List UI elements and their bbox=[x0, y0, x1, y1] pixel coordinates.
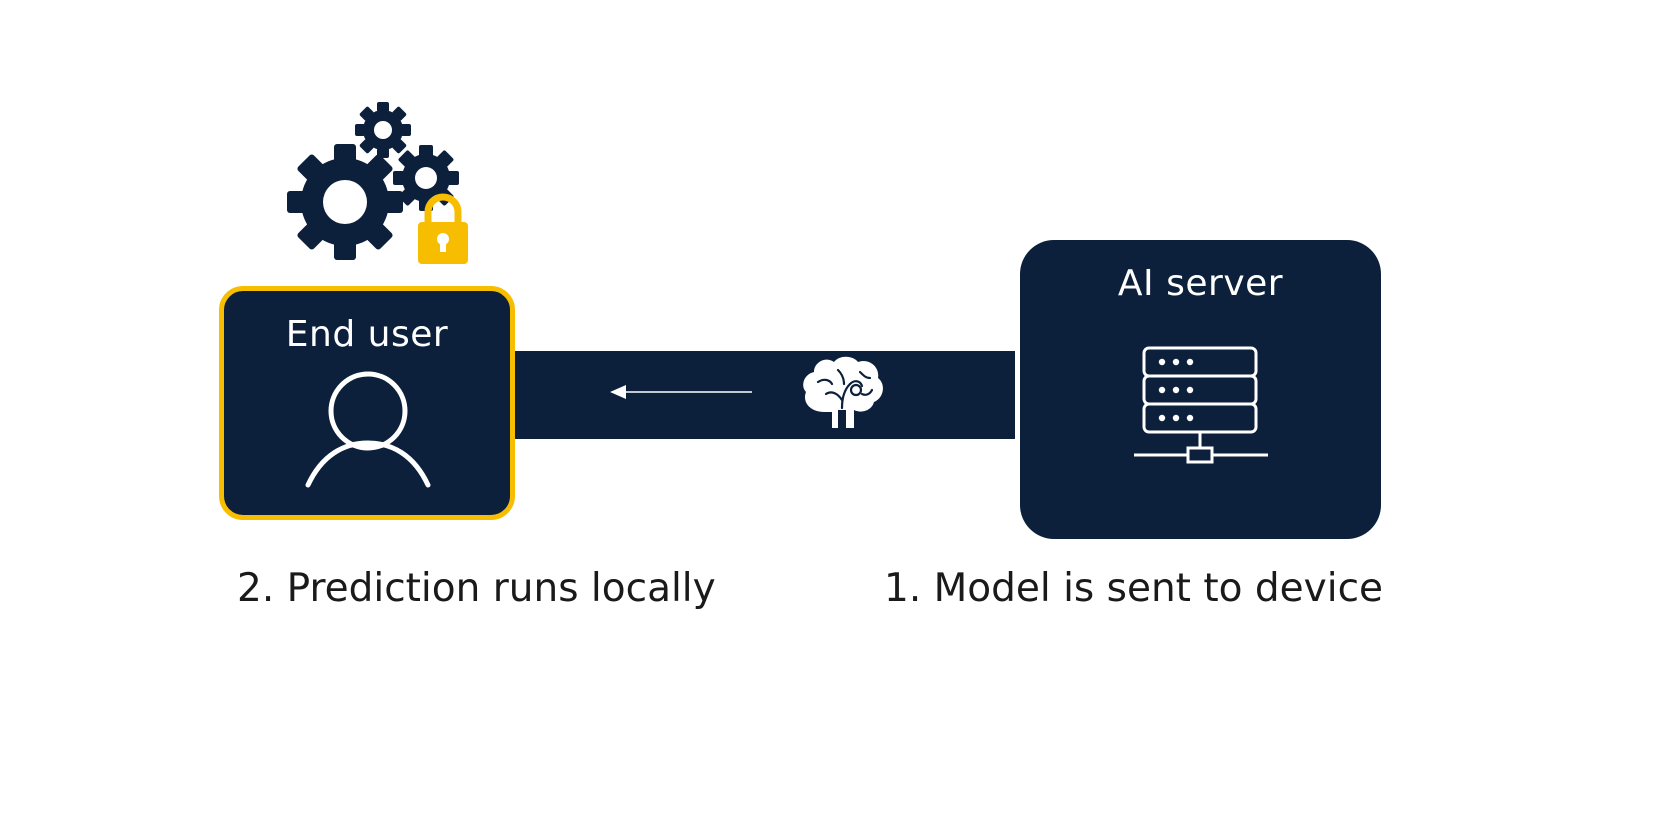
lock-icon bbox=[418, 193, 468, 264]
ai-server-node: AI server bbox=[1020, 240, 1381, 539]
gears-icon bbox=[287, 102, 459, 260]
user-icon bbox=[305, 371, 431, 488]
end-user-node: End user bbox=[219, 286, 515, 520]
caption-prediction: 2. Prediction runs locally bbox=[237, 566, 716, 611]
connector-bar bbox=[513, 351, 1015, 439]
caption-model-sent: 1. Model is sent to device bbox=[884, 566, 1384, 611]
end-user-label: End user bbox=[285, 314, 449, 355]
server-icon bbox=[1134, 346, 1268, 464]
arrow-left-icon bbox=[610, 385, 752, 399]
ai-server-label: AI server bbox=[1117, 263, 1284, 304]
brain-icon bbox=[803, 356, 883, 428]
